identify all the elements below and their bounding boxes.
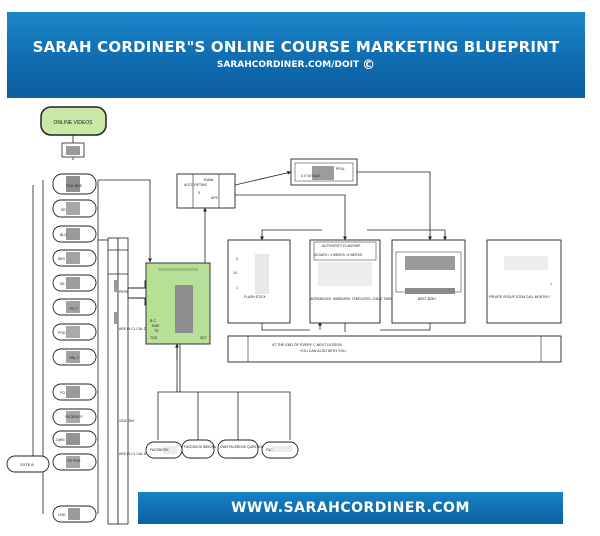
product-box-4[interactable]: 1 PRIVATE GROUP ZOOM CALL MONTHLY: [486, 239, 562, 324]
left-node-5-label: WHI: [58, 257, 65, 261]
fb-node-1[interactable]: FACEBOOK: [145, 441, 183, 459]
left-node-5[interactable]: WHI: [52, 249, 97, 267]
left-node-11-label: FACEBO P: [65, 415, 83, 419]
email-line-4: APS: [211, 196, 219, 200]
top-connectors: [234, 170, 447, 332]
bottom-banner-box[interactable]: AT THE END OF EVERY C NEXT LESSON YOU CA…: [227, 335, 562, 363]
left-node-3[interactable]: SE: [52, 199, 97, 218]
footer-url[interactable]: WWW.SARAHCORDINER.COM: [231, 500, 470, 516]
left-node-4[interactable]: BLO: [52, 225, 97, 243]
product-2-line-3: WORKBOOKS, WEBINARS, TEMPLATES, CHEAT SH…: [310, 297, 396, 301]
left-node-13-label: PE POS: [67, 459, 81, 463]
center-line-2: RAE: [152, 324, 160, 328]
center-line-3: TE: [154, 329, 159, 333]
center-box[interactable]: B C RAE TE TOD SET: [145, 262, 211, 345]
left-node-2-label: FOU VIDE: [66, 184, 83, 188]
footer-banner: WWW.SARAHCORDINER.COM: [138, 492, 563, 524]
center-line-1: B C: [150, 319, 156, 323]
left-node-8-label: POD: [58, 331, 66, 335]
left-node-10[interactable]: FO: [52, 383, 97, 401]
sale-box[interactable]: PFUL 3 X W SALE: [290, 158, 358, 186]
left-node-7[interactable]: PO T: [52, 298, 97, 316]
column-labels: PERS DIM ARE IN CL CAL DIM VIDE DIM ARE …: [114, 280, 150, 456]
copyright-icon: ©: [362, 58, 376, 73]
page-subtitle: SARAHCORDINER.COM/DOIT©: [7, 58, 585, 73]
left-node-1[interactable]: A: [61, 142, 85, 161]
email-box[interactable]: EMAIL AUTO RETING S APS: [176, 173, 236, 209]
left-node-1-label: A: [72, 157, 75, 161]
page-title: SARAH CORDINER"S ONLINE COURSE MARKETING…: [32, 38, 560, 56]
left-node-13[interactable]: PE POS: [52, 453, 97, 471]
center-line-4: TOD: [150, 336, 158, 340]
left-node-9[interactable]: ONL T: [52, 348, 97, 366]
left-node-10-label: FO: [60, 391, 65, 395]
left-node-6[interactable]: SE: [52, 274, 97, 292]
fb-node-1-label: FACEBOOK: [150, 448, 169, 452]
start-node[interactable]: ONLINE VIDEOS: [40, 106, 107, 136]
product-1-line-3: 1: [236, 286, 238, 290]
fb-node-2[interactable]: FACEBOOK WEB BA: [181, 439, 217, 459]
product-2-line-2: 60 DAYS / 4 WEEKS / 6 WEEKS: [314, 253, 363, 257]
product-box-1[interactable]: 0 10 1 FLASH STICK: [227, 239, 291, 324]
bottom-connectors: [157, 391, 291, 440]
product-1-line-2: 10: [233, 271, 237, 275]
product-box-3[interactable]: $297-$2K+: [391, 239, 466, 324]
email-line-3: S: [198, 191, 201, 195]
fb-node-4-label: FAC: [266, 448, 273, 452]
left-node-7-label: PO T: [70, 307, 79, 311]
fb-node-2-label: FACEBOOK WEB BA: [184, 445, 217, 449]
product-2-line-1: AUTHORITY FLAGSHIP: [322, 244, 361, 248]
bottom-banner-line-1: AT THE END OF EVERY C NEXT LESSON: [272, 343, 342, 347]
email-line-2: AUTO RETING: [184, 183, 207, 187]
column-label-2: ARE IN CL CAL DIM: [119, 327, 150, 331]
center-line-5: SET: [200, 336, 208, 340]
left-node-14-label: LIVE: [58, 513, 66, 517]
left-node-14[interactable]: LIVE: [52, 505, 97, 523]
product-3-price: $297-$2K+: [418, 297, 437, 301]
product-box-2[interactable]: AUTHORITY FLAGSHIP 60 DAYS / 4 WEEKS / 6…: [309, 239, 396, 324]
left-node-6-label: SE: [60, 282, 65, 286]
central-column: [107, 237, 129, 525]
left-node-12[interactable]: OWN: [52, 430, 97, 448]
product-1-line-4: FLASH STICK: [244, 295, 267, 299]
left-node-4-label: BLO: [60, 233, 67, 237]
start-node-label: ONLINE VIDEOS: [54, 120, 94, 126]
fb-node-4[interactable]: FAC: [261, 441, 299, 459]
header-banner: SARAH CORDINER"S ONLINE COURSE MARKETING…: [7, 12, 585, 98]
left-node-3-label: SE: [61, 208, 66, 212]
product-4-line-2: PRIVATE GROUP ZOOM CALL MONTHLY: [489, 295, 551, 299]
left-node-11[interactable]: FACEBO P: [52, 408, 97, 426]
subtitle-url[interactable]: SARAHCORDINER.COM/DOIT: [216, 60, 360, 70]
product-4-line-1: 1: [550, 282, 552, 286]
left-node-8[interactable]: POD: [52, 323, 97, 341]
fb-node-3-label: OWN FACEBOOK QUESTION: [220, 445, 264, 449]
external-node-label: EXTE A: [20, 463, 34, 467]
external-node[interactable]: EXTE A: [6, 455, 50, 473]
column-label-3: VIDE DIM: [119, 419, 134, 423]
left-node-9-label: ONL T: [69, 356, 80, 360]
product-1-line-1: 0: [236, 257, 238, 261]
bottom-banner-line-2: YOU CAN ALSO WITH YOU: [300, 349, 346, 353]
sale-line-1: PFUL: [336, 167, 345, 171]
left-node-12-label: OWN: [56, 438, 65, 442]
column-label-4: ARE IN CL CAL DIM: [119, 452, 150, 456]
email-line-1: EMAIL: [204, 178, 214, 182]
fb-node-3[interactable]: OWN FACEBOOK QUESTION: [217, 439, 264, 459]
column-label-1: PERS DIM: [119, 290, 136, 294]
center-connectors: [175, 207, 207, 392]
left-node-2[interactable]: FOU VIDE: [52, 173, 97, 195]
sale-line-2: 3 X W SALE: [301, 174, 321, 178]
